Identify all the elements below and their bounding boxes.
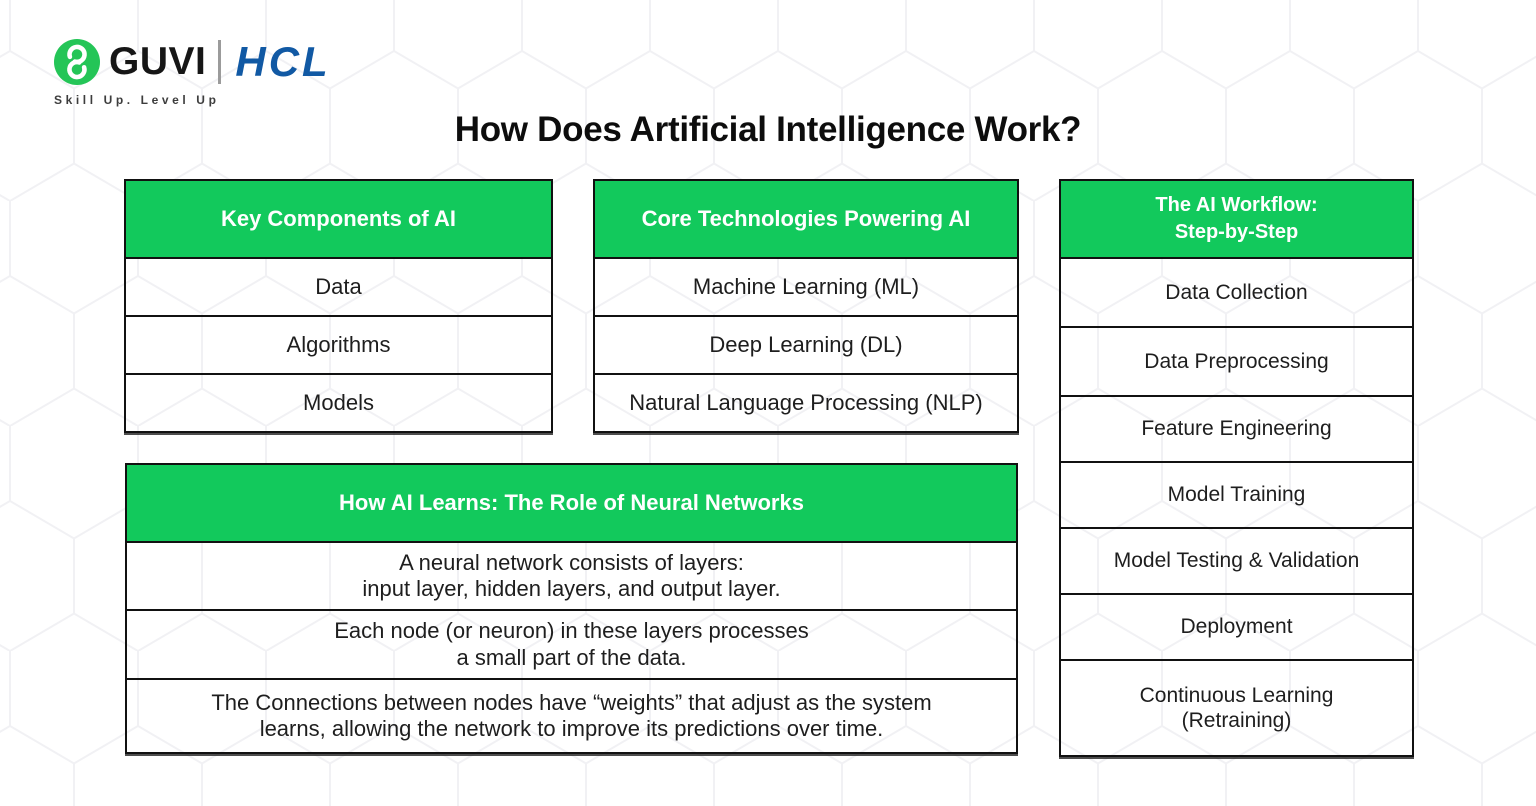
row-text: Data [315, 273, 362, 299]
table-row: Machine Learning (ML) [595, 257, 1017, 315]
row-text-line: Each node (or neuron) in these layers pr… [334, 618, 809, 644]
row-text: Feature Engineering [1141, 417, 1332, 441]
table-row: Data [126, 257, 551, 315]
brand-tagline: Skill Up. Level Up [54, 93, 220, 107]
header-line: The AI Workflow: [1155, 194, 1318, 216]
row-text: Deployment [1180, 615, 1293, 639]
table-row: A neural network consists of layers: inp… [127, 541, 1016, 609]
row-text-line: Continuous Learning [1139, 683, 1334, 707]
table-ai-workflow: The AI Workflow: Step-by-Step Data Colle… [1059, 179, 1414, 757]
brand-header: GUVI HCL Skill Up. Level Up [54, 38, 331, 107]
logo-divider [218, 40, 222, 84]
table-neural-networks: How AI Learns: The Role of Neural Networ… [125, 463, 1018, 754]
row-text: Deep Learning (DL) [709, 331, 903, 357]
row-text-line: a small part of the data. [456, 644, 687, 670]
table-row: Feature Engineering [1061, 395, 1412, 461]
row-text: Natural Language Processing (NLP) [629, 389, 983, 415]
row-text: Models [303, 389, 374, 415]
page-title: How Does Artificial Intelligence Work? [454, 110, 1082, 149]
row-text: Model Testing & Validation [1113, 549, 1360, 573]
logo-lockup: GUVI HCL [54, 38, 331, 86]
table-row: Deployment [1061, 593, 1412, 659]
row-text: Data Preprocessing [1144, 349, 1329, 373]
row-text: Machine Learning (ML) [692, 273, 920, 299]
table-row: Algorithms [126, 315, 551, 373]
row-text-line: input layer, hidden layers, and output l… [362, 576, 781, 601]
row-text-line: (Retraining) [1181, 709, 1292, 732]
table-row: Model Testing & Validation [1061, 527, 1412, 593]
row-text: Model Training [1167, 483, 1306, 507]
table-row: Data Collection [1061, 257, 1412, 326]
header-line: Step-by-Step [1174, 221, 1299, 243]
table-row: Deep Learning (DL) [595, 315, 1017, 373]
guvi-wordmark: GUVI [109, 40, 207, 83]
table-header-core-technologies: Core Technologies Powering AI [595, 181, 1017, 257]
table-row: The Connections between nodes have “weig… [127, 678, 1016, 752]
guvi-logo-icon [54, 39, 100, 85]
table-row: Model Training [1061, 461, 1412, 527]
table-row: Models [126, 373, 551, 431]
table-header-key-components: Key Components of AI [126, 181, 551, 257]
row-text-line: learns, allowing the network to improve … [259, 716, 884, 741]
table-row: Each node (or neuron) in these layers pr… [127, 609, 1016, 678]
table-key-components: Key Components of AI Data Algorithms Mod… [124, 179, 553, 433]
table-row: Continuous Learning (Retraining) [1061, 659, 1412, 755]
row-text: Algorithms [286, 331, 391, 357]
table-header-neural-networks: How AI Learns: The Role of Neural Networ… [127, 465, 1016, 541]
table-core-technologies: Core Technologies Powering AI Machine Le… [593, 179, 1019, 433]
table-header-ai-workflow: The AI Workflow: Step-by-Step [1061, 181, 1412, 257]
hcl-wordmark: HCL [235, 38, 331, 85]
table-row: Natural Language Processing (NLP) [595, 373, 1017, 431]
row-text-line: The Connections between nodes have “weig… [211, 689, 932, 715]
row-text-line: A neural network consists of layers: [399, 549, 744, 575]
table-row: Data Preprocessing [1061, 326, 1412, 395]
row-text: Data Collection [1165, 280, 1308, 304]
